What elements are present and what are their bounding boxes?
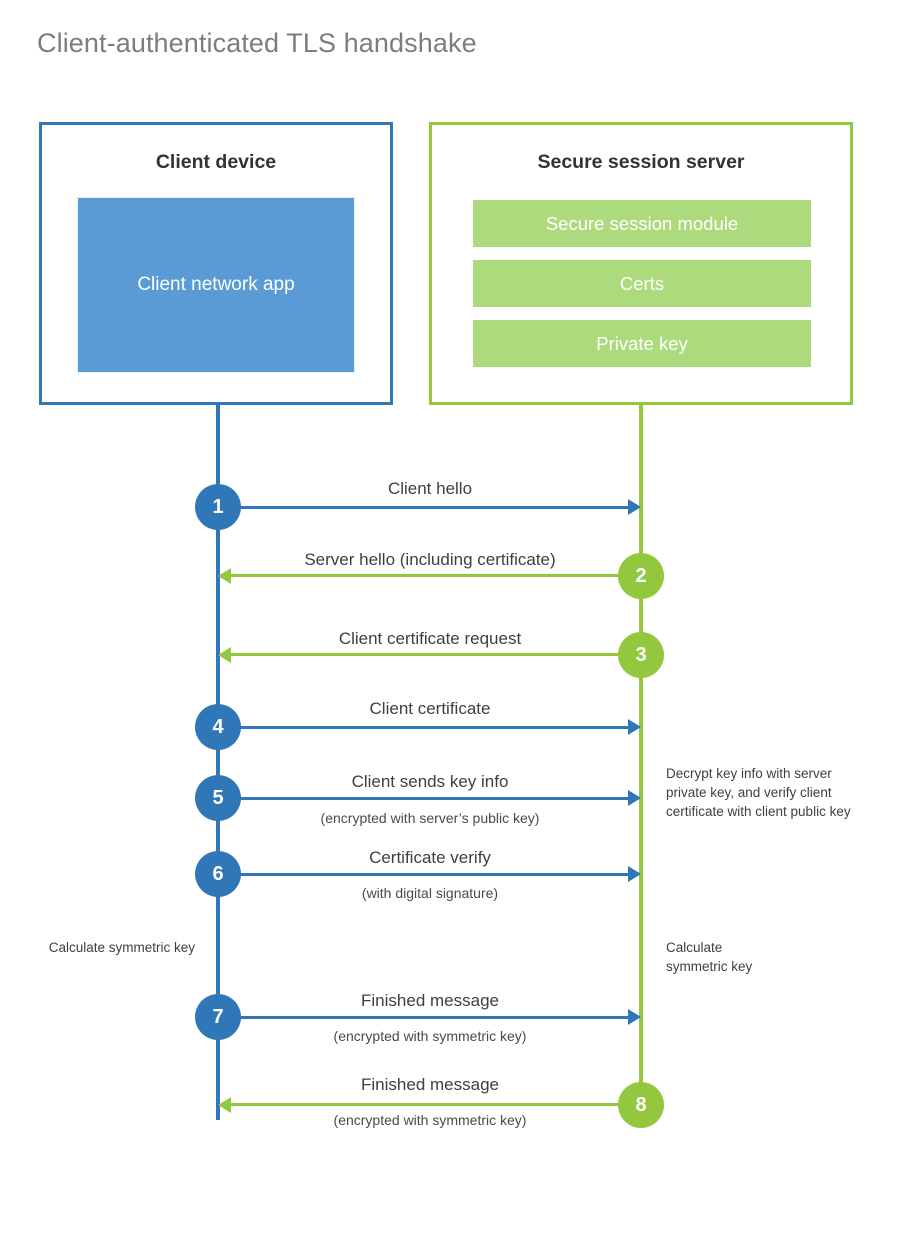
step-7-sublabel: (encrypted with symmetric key)	[333, 1028, 527, 1044]
annotation-server-decrypt: Decrypt key info with server private key…	[666, 766, 851, 820]
step-5-sublabel: (encrypted with server’s public key)	[320, 810, 540, 826]
step-5-label: Client sends key info	[351, 772, 509, 791]
client-lifeline	[216, 405, 220, 1120]
server-component-secure-session-module: Secure session module	[473, 200, 811, 247]
step-4-arrow	[218, 726, 628, 729]
client-device-box: Client device Client network app	[39, 122, 393, 405]
secure-session-server-title: Secure session server	[537, 151, 745, 173]
step-8-label: Finished message	[361, 1075, 499, 1094]
server-component-private-key: Private key	[473, 320, 811, 367]
step-5-arrow	[218, 797, 628, 800]
step-5-arrowhead-icon	[628, 790, 641, 806]
step-6-label: Certificate verify	[369, 848, 491, 867]
step-marker-1[interactable]: 1	[195, 484, 241, 530]
step-6-arrow	[218, 873, 628, 876]
step-7-arrowhead-icon	[628, 1009, 641, 1025]
step-7-arrow	[218, 1016, 628, 1019]
page-title: Client-authenticated TLS handshake	[37, 28, 477, 58]
step-3-label: Client certificate request	[338, 629, 522, 648]
annotation-server-calculate: Calculate symmetric key	[666, 940, 753, 975]
step-marker-2[interactable]: 2	[618, 553, 664, 599]
step-marker-7[interactable]: 7	[195, 994, 241, 1040]
server-component-list: Secure session module Certs Private key	[473, 200, 811, 380]
server-component-certs: Certs	[473, 260, 811, 307]
step-1-arrowhead-icon	[628, 499, 641, 515]
step-4-arrowhead-icon	[628, 719, 641, 735]
secure-session-server-box: Secure session server Secure session mod…	[429, 122, 853, 405]
client-network-app-block: Client network app	[77, 197, 355, 373]
step-1-label: Client hello	[387, 479, 473, 498]
step-7-label: Finished message	[361, 991, 499, 1010]
step-marker-6[interactable]: 6	[195, 851, 241, 897]
step-marker-4[interactable]: 4	[195, 704, 241, 750]
step-6-sublabel: (with digital signature)	[361, 885, 499, 901]
server-lifeline	[639, 405, 643, 1105]
step-4-label: Client certificate	[369, 699, 491, 718]
step-8-sublabel: (encrypted with symmetric key)	[333, 1112, 527, 1128]
step-1-arrow	[218, 506, 628, 509]
step-3-arrow	[231, 653, 641, 656]
step-marker-8[interactable]: 8	[618, 1082, 664, 1128]
client-device-title: Client device	[155, 151, 277, 173]
step-8-arrowhead-icon	[218, 1097, 231, 1113]
step-3-arrowhead-icon	[218, 647, 231, 663]
step-6-arrowhead-icon	[628, 866, 641, 882]
step-marker-5[interactable]: 5	[195, 775, 241, 821]
step-2-label: Server hello (including certificate)	[304, 550, 556, 569]
annotation-client-calculate: Calculate symmetric key	[48, 940, 195, 955]
step-marker-3[interactable]: 3	[618, 632, 664, 678]
step-2-arrow	[231, 574, 641, 577]
step-2-arrowhead-icon	[218, 568, 231, 584]
step-8-arrow	[231, 1103, 641, 1106]
